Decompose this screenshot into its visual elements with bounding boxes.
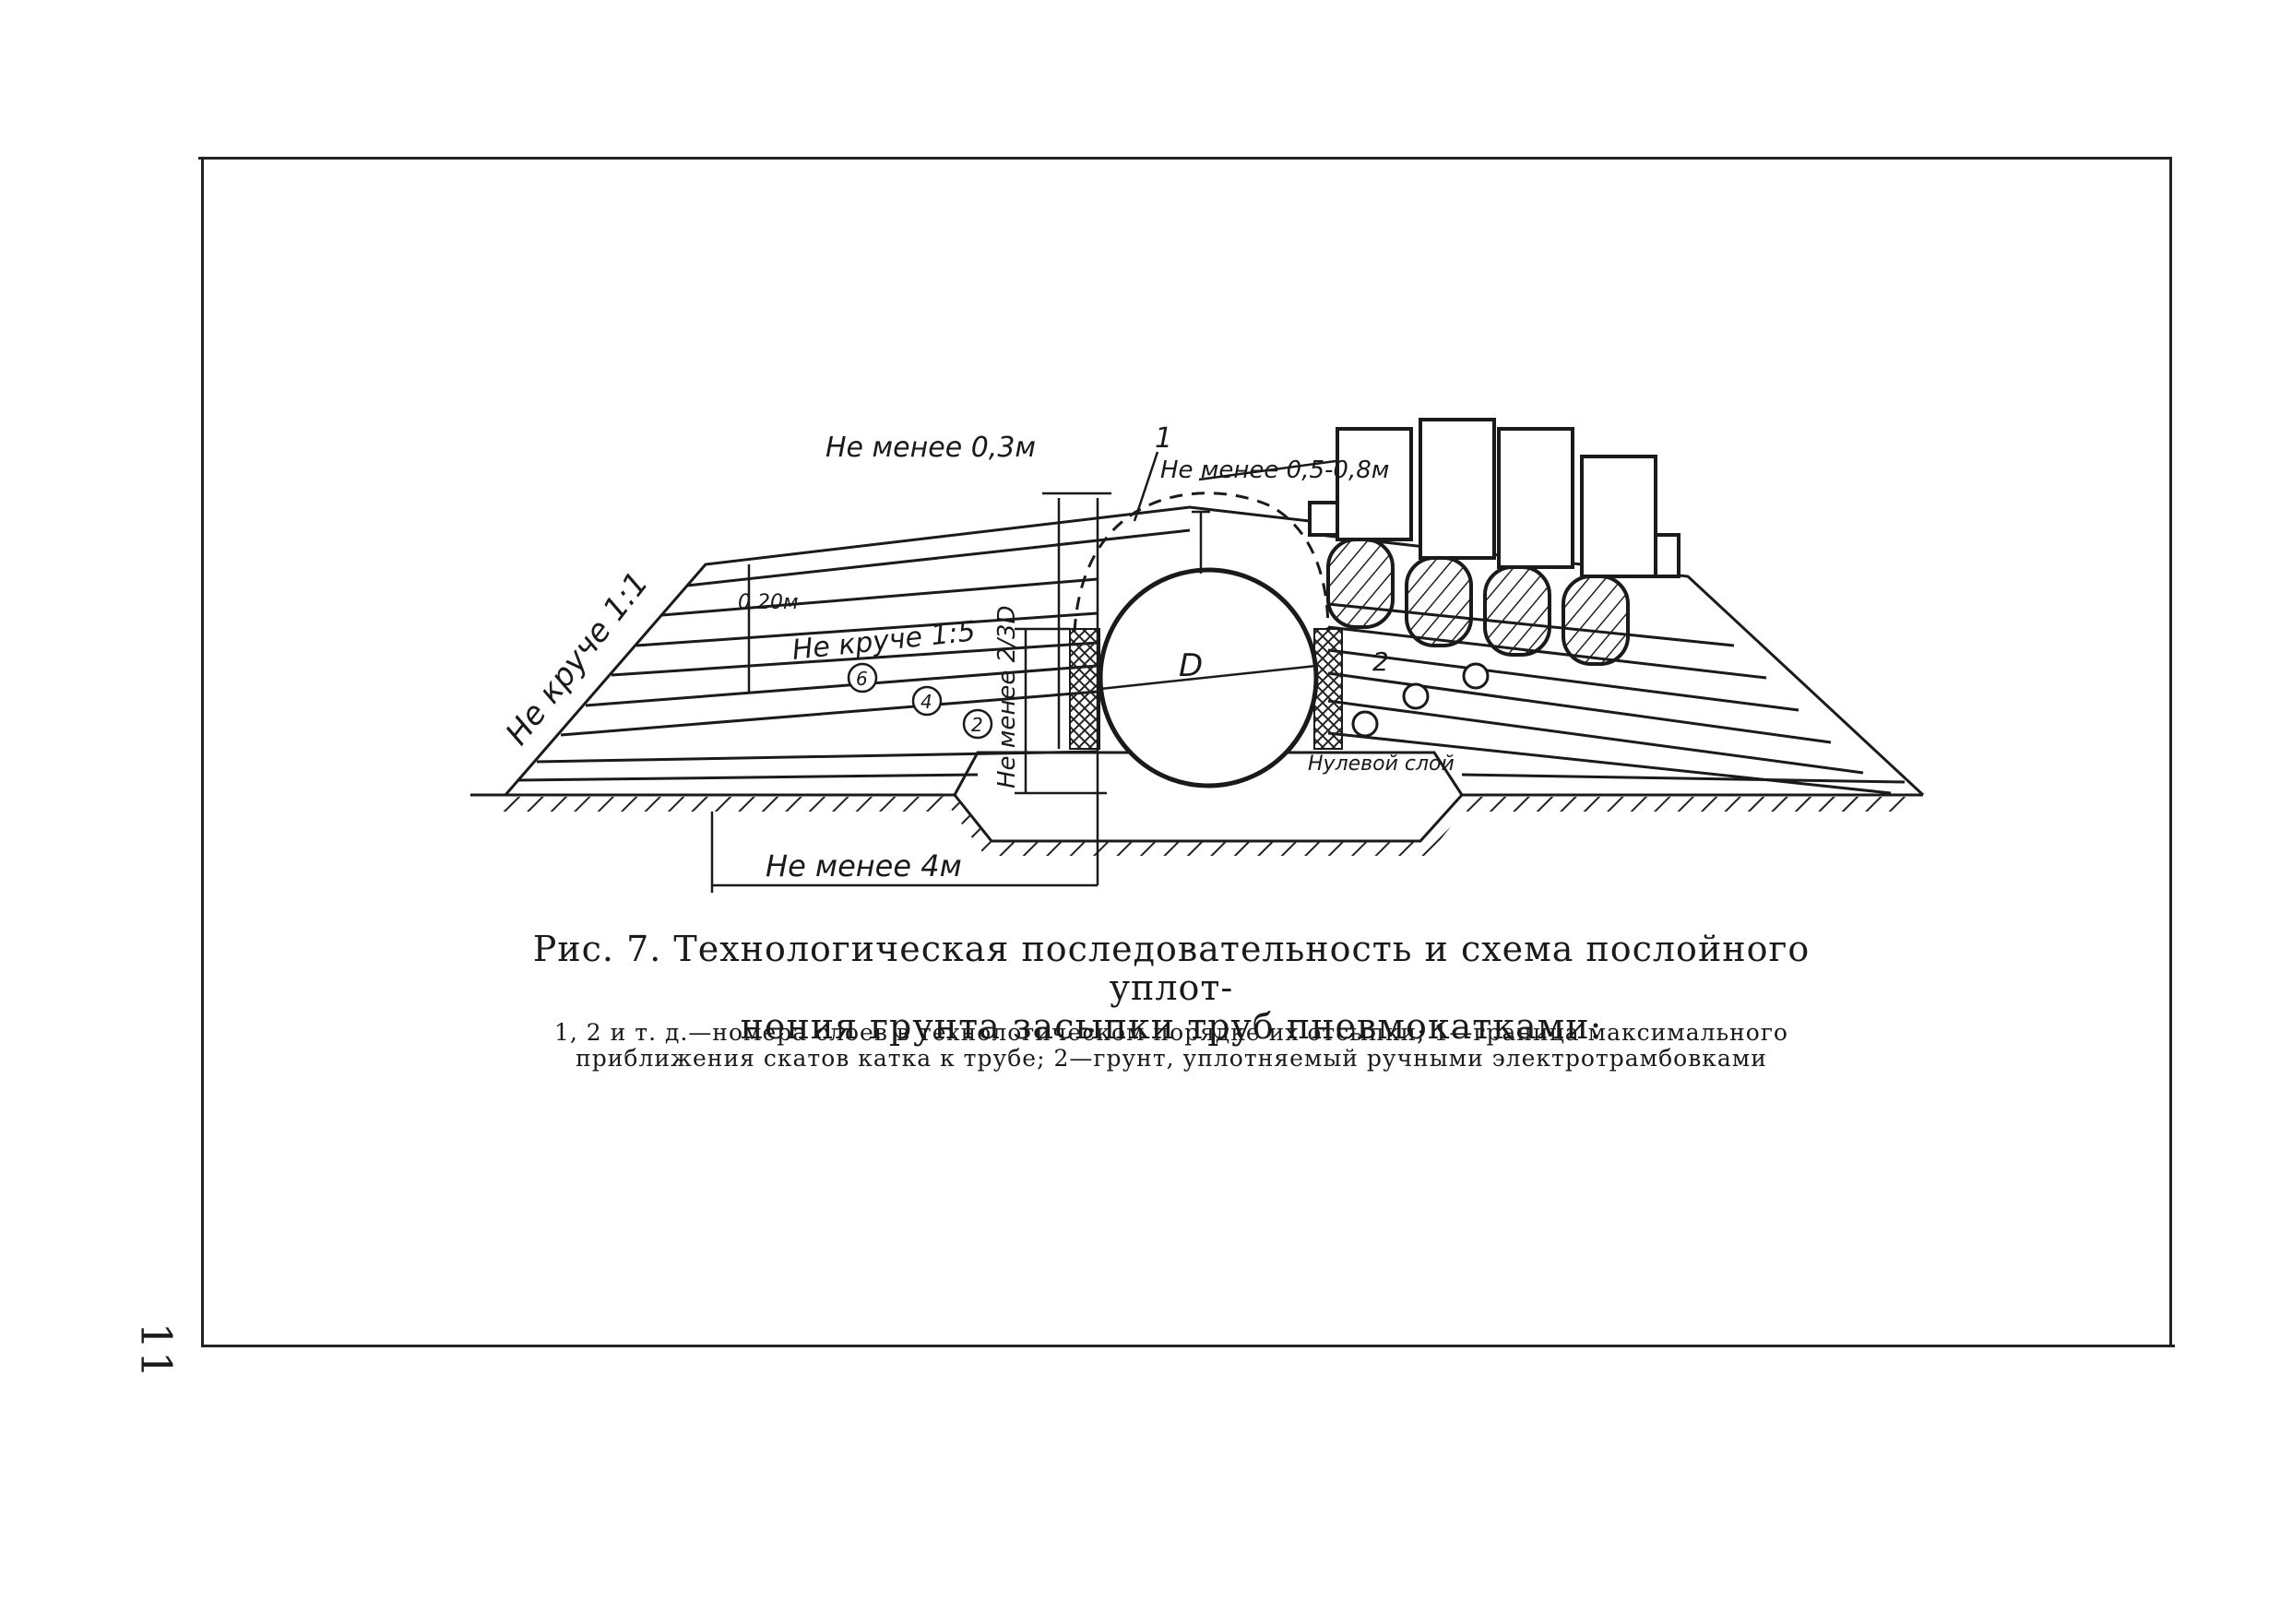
label-layer-4: 4: [920, 691, 932, 713]
label-min-clearance-top: Не менее 0,3м: [825, 432, 1036, 464]
hand-zone-right: [1313, 628, 1343, 750]
track-markers: [1351, 662, 1490, 738]
ground-hatch-right: [1467, 797, 1909, 812]
frame-top-line: [198, 157, 2172, 160]
figure-caption-title: Рис. 7. Технологическая последовательнос…: [517, 930, 1826, 1046]
label-slope-inner: Не круче 1:5: [790, 615, 977, 667]
roller-wheels: [1326, 538, 1630, 666]
label-hand-zone-num: 2: [1372, 646, 1389, 677]
layer-number-circles: [847, 662, 993, 740]
caption-title-line2: нения грунта засыпки труб пневмокатками:: [740, 1006, 1603, 1047]
label-min-height: Не менее 2/3D: [993, 605, 1021, 788]
label-zero-layer: Нулевой слой: [1308, 753, 1455, 776]
page-number: 11: [131, 1322, 182, 1381]
label-slope-outer: Не круче 1:1: [499, 565, 657, 753]
roller-boundary-arc: [1073, 492, 1330, 633]
ground-hatch-left: [498, 797, 950, 812]
label-layer-thickness: 0 20м: [738, 591, 799, 614]
label-pipe-diameter: D: [1179, 647, 1203, 684]
frame-bottom-line: [201, 1345, 2175, 1347]
trench-outline: [953, 793, 1464, 843]
caption-title-line1: Рис. 7. Технологическая последовательнос…: [532, 929, 1811, 1008]
label-min-width: Не менее 4м: [766, 848, 962, 883]
trench-hatch: [941, 795, 1476, 856]
frame-right-line: [2169, 157, 2172, 1346]
label-roller-boundary-num: 1: [1155, 422, 1172, 455]
figure-caption-note: 1, 2 и т. д.—номера слоев в технологичес…: [553, 1019, 1788, 1072]
dimension-lines: [710, 451, 1336, 893]
label-layer-6: 6: [856, 668, 868, 690]
label-layer-2: 2: [971, 714, 983, 736]
hand-zone-left: [1069, 628, 1100, 750]
frame-left-line: [201, 157, 204, 1346]
pneumatic-roller: [1308, 418, 1680, 578]
label-min-cover: Не менее 0,5-0,8м: [1160, 456, 1389, 484]
pipe-diameter-line: [1099, 664, 1317, 691]
